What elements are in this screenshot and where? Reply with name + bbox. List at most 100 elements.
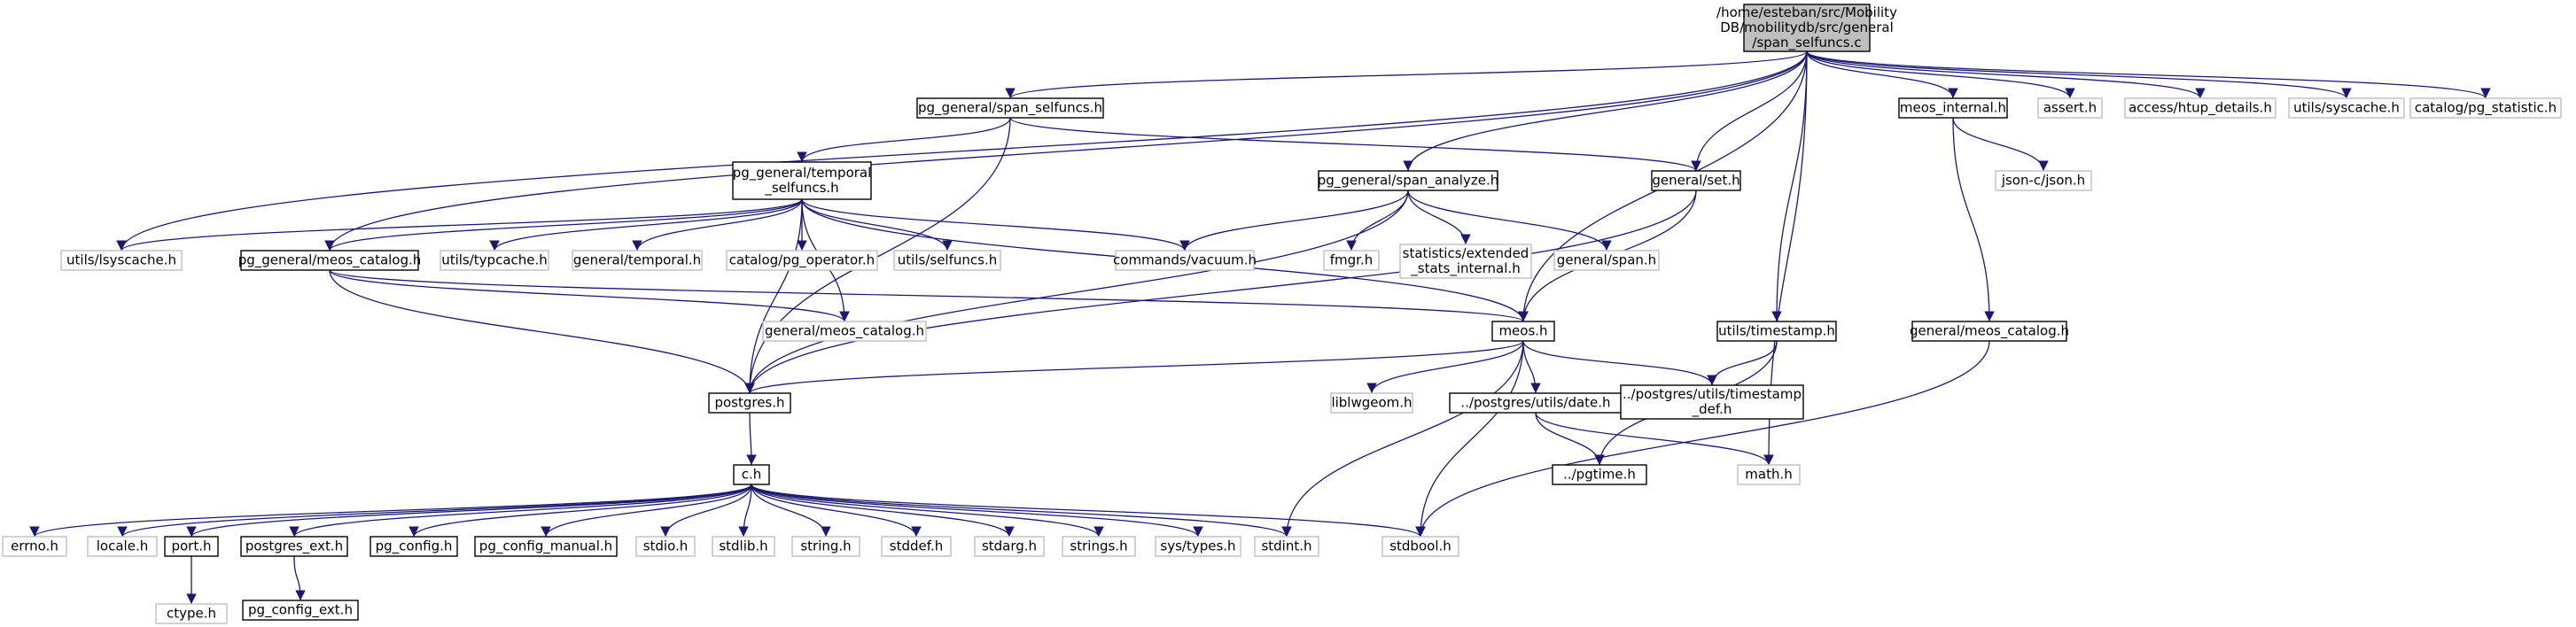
node-label: sys/types.h [1160,538,1235,554]
node-label: stdarg.h [982,538,1037,554]
edge-meos_internal_h-to-json_h [1952,117,2049,172]
node-label: math.h [1745,467,1792,483]
edge-set_h-to-postgres_h [744,190,1697,394]
node-stdlib_h: stdlib.h [712,536,775,557]
node-label: assert.h [2043,100,2097,116]
node-layer: /home/esteban/src/MobilityDB/mobilitydb/… [2,4,2562,624]
edge-timestamp_h-to-timestamp_def_h [1707,340,1778,386]
edge-c_h-to-pg_config_h [409,484,752,538]
edge-meos_h-to-stdbool_h [1415,340,1524,538]
node-json_h: json-c/json.h [1995,170,2092,191]
node-box [881,536,952,557]
node-label: stdio.h [643,538,689,554]
node-box [1995,170,2092,191]
node-label: _stats_internal.h [1410,260,1520,277]
node-string_h: string.h [791,536,860,557]
edge-postgres_h-to-c_h [746,412,757,466]
edge-pg_meos_catalog_h-to-general_meos_catalog_ext [329,269,850,322]
node-label: _selfuncs.h [764,180,838,197]
node-label: stdlib.h [719,538,767,554]
edge-root-to-set_h [1691,50,1808,172]
node-label: stdbool.h [1389,538,1451,554]
node-pgtime_h[interactable]: ../pgtime.h [1552,464,1647,485]
node-label: general/meos_catalog.h [1910,323,2069,340]
node-pg_meos_catalog_h[interactable]: pg_general/meos_catalog.h [238,250,422,271]
edge-temporal_selfuncs_h-to-lsyscache_h [116,198,803,252]
node-box [1716,321,1837,342]
node-c_h[interactable]: c.h [733,464,770,485]
node-sys_types_h: sys/types.h [1155,536,1241,557]
node-temporal_selfuncs_h[interactable]: pg_general/temporal_selfuncs.h [732,161,872,200]
node-label: postgres.h [714,395,784,411]
node-span_selfuncs_h[interactable]: pg_general/span_selfuncs.h [916,97,1104,119]
edge-temporal_selfuncs_h-to-general_temporal_h [632,198,803,252]
node-pg_config_h[interactable]: pg_config.h [370,536,458,557]
node-date_h[interactable]: ../postgres/utils/date.h [1449,392,1623,414]
edge-meos_h-to-postgres_h [744,340,1524,394]
node-ext_stats_h: statistics/extended_stats_internal.h [1399,244,1532,279]
edge-span_analyze_h-to-vacuum_h [1179,190,1409,252]
node-box [370,536,458,557]
node-box [916,97,1104,119]
edge-pg_meos_catalog_h-to-postgres_h [329,269,755,394]
node-timestamp_h[interactable]: utils/timestamp.h [1716,321,1837,342]
node-pg_config_ext_h[interactable]: pg_config_ext.h [242,600,359,621]
edge-root-to-pg_statistic_h [1806,50,2491,99]
node-label: utils/syscache.h [2293,100,2400,116]
node-timestamp_def_h[interactable]: ../postgres/utils/timestamp_def.h [1620,384,1804,420]
node-locale_h: locale.h [87,536,158,557]
node-box [1553,250,1660,271]
node-general_meos_catalog_doc[interactable]: general/meos_catalog.h [1910,321,2069,342]
node-label: meos_internal.h [1900,100,2006,117]
edge-root-to-span_analyze_h [1403,50,1808,172]
node-pg_config_manual_h[interactable]: pg_config_manual.h [474,536,618,557]
node-postgres_ext_h[interactable]: postgres_ext.h [240,536,348,557]
node-math_h: math.h [1737,464,1801,485]
edge-meos_internal_h-to-general_meos_catalog_doc [1952,117,1995,322]
node-label: general/set.h [1652,173,1739,189]
edge-span_selfuncs_h-to-postgres_h [744,117,1011,394]
node-label: strings.h [1070,538,1127,554]
node-pg_statistic_h: catalog/pg_statistic.h [2409,97,2562,119]
edge-c_h-to-locale_h [117,484,752,538]
node-label: catalog/pg_operator.h [729,252,875,269]
node-box [440,250,549,271]
node-box [2,536,67,557]
edge-layer [29,50,2491,604]
node-box [726,250,878,271]
node-stdio_h: stdio.h [635,536,696,557]
edge-c_h-to-strings_h [751,484,1104,538]
node-meos_h[interactable]: meos.h [1491,321,1555,342]
node-box [240,536,348,557]
node-box [1323,250,1380,271]
node-label: locale.h [97,538,148,554]
edge-date_h-to-pgtime_h [1535,412,1605,466]
edge-c_h-to-port_h [186,484,752,538]
node-label: pg_general/meos_catalog.h [238,252,422,269]
node-label: pg_general/temporal [733,165,872,182]
node-meos_internal_h[interactable]: meos_internal.h [1898,97,2008,119]
edge-c_h-to-stdio_h [660,484,752,538]
node-label: general/meos_catalog.h [765,323,924,340]
edge-c_h-to-stdarg_h [751,484,1015,538]
edge-span_analyze_h-to-span_h [1407,190,1612,252]
node-box [1115,250,1255,271]
node-label: meos.h [1498,323,1547,339]
node-label: pg_general/span_selfuncs.h [918,100,1102,117]
node-stdarg_h: stdarg.h [974,536,1045,557]
node-set_h[interactable]: general/set.h [1651,170,1741,191]
node-box [1911,321,2067,342]
node-root: /home/esteban/src/MobilityDB/mobilitydb/… [1716,4,1897,52]
edge-temporal_selfuncs_h-to-typcache_h [489,198,803,252]
node-label: _def.h [1692,401,1732,418]
node-port_h[interactable]: port.h [164,536,219,557]
edge-root-to-assert_h [1806,50,2075,99]
node-span_h: general/span.h [1553,250,1660,271]
node-box [240,250,419,271]
node-strings_h: strings.h [1062,536,1136,557]
node-postgres_h[interactable]: postgres.h [708,392,791,414]
node-span_analyze_h[interactable]: pg_general/span_analyze.h [1318,170,1498,191]
node-label: pg_general/span_analyze.h [1318,173,1498,190]
node-label: pg_config.h [376,538,453,555]
